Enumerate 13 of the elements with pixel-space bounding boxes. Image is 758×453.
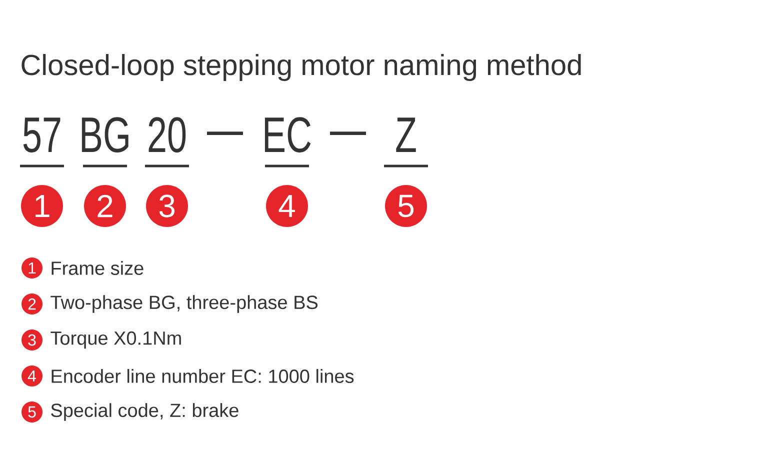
code-segment: Z	[384, 118, 428, 168]
description: Special code, Z: brake	[51, 403, 238, 421]
title: Closed-loop stepping motor naming method	[22, 54, 581, 82]
description: Torque X0.1Nm	[50, 331, 181, 349]
code-segment: 20	[145, 117, 189, 168]
description: Two-phase BG, three-phase BS	[50, 295, 318, 313]
code-segment: BG	[82, 117, 128, 168]
code-segment: EC	[264, 117, 311, 168]
code-segment: 57	[20, 118, 64, 168]
description: Encoder line number EC: 1000 lines	[52, 369, 354, 383]
dash: —	[207, 132, 243, 135]
description: Frame size	[52, 261, 144, 275]
dash: —	[330, 132, 366, 135]
